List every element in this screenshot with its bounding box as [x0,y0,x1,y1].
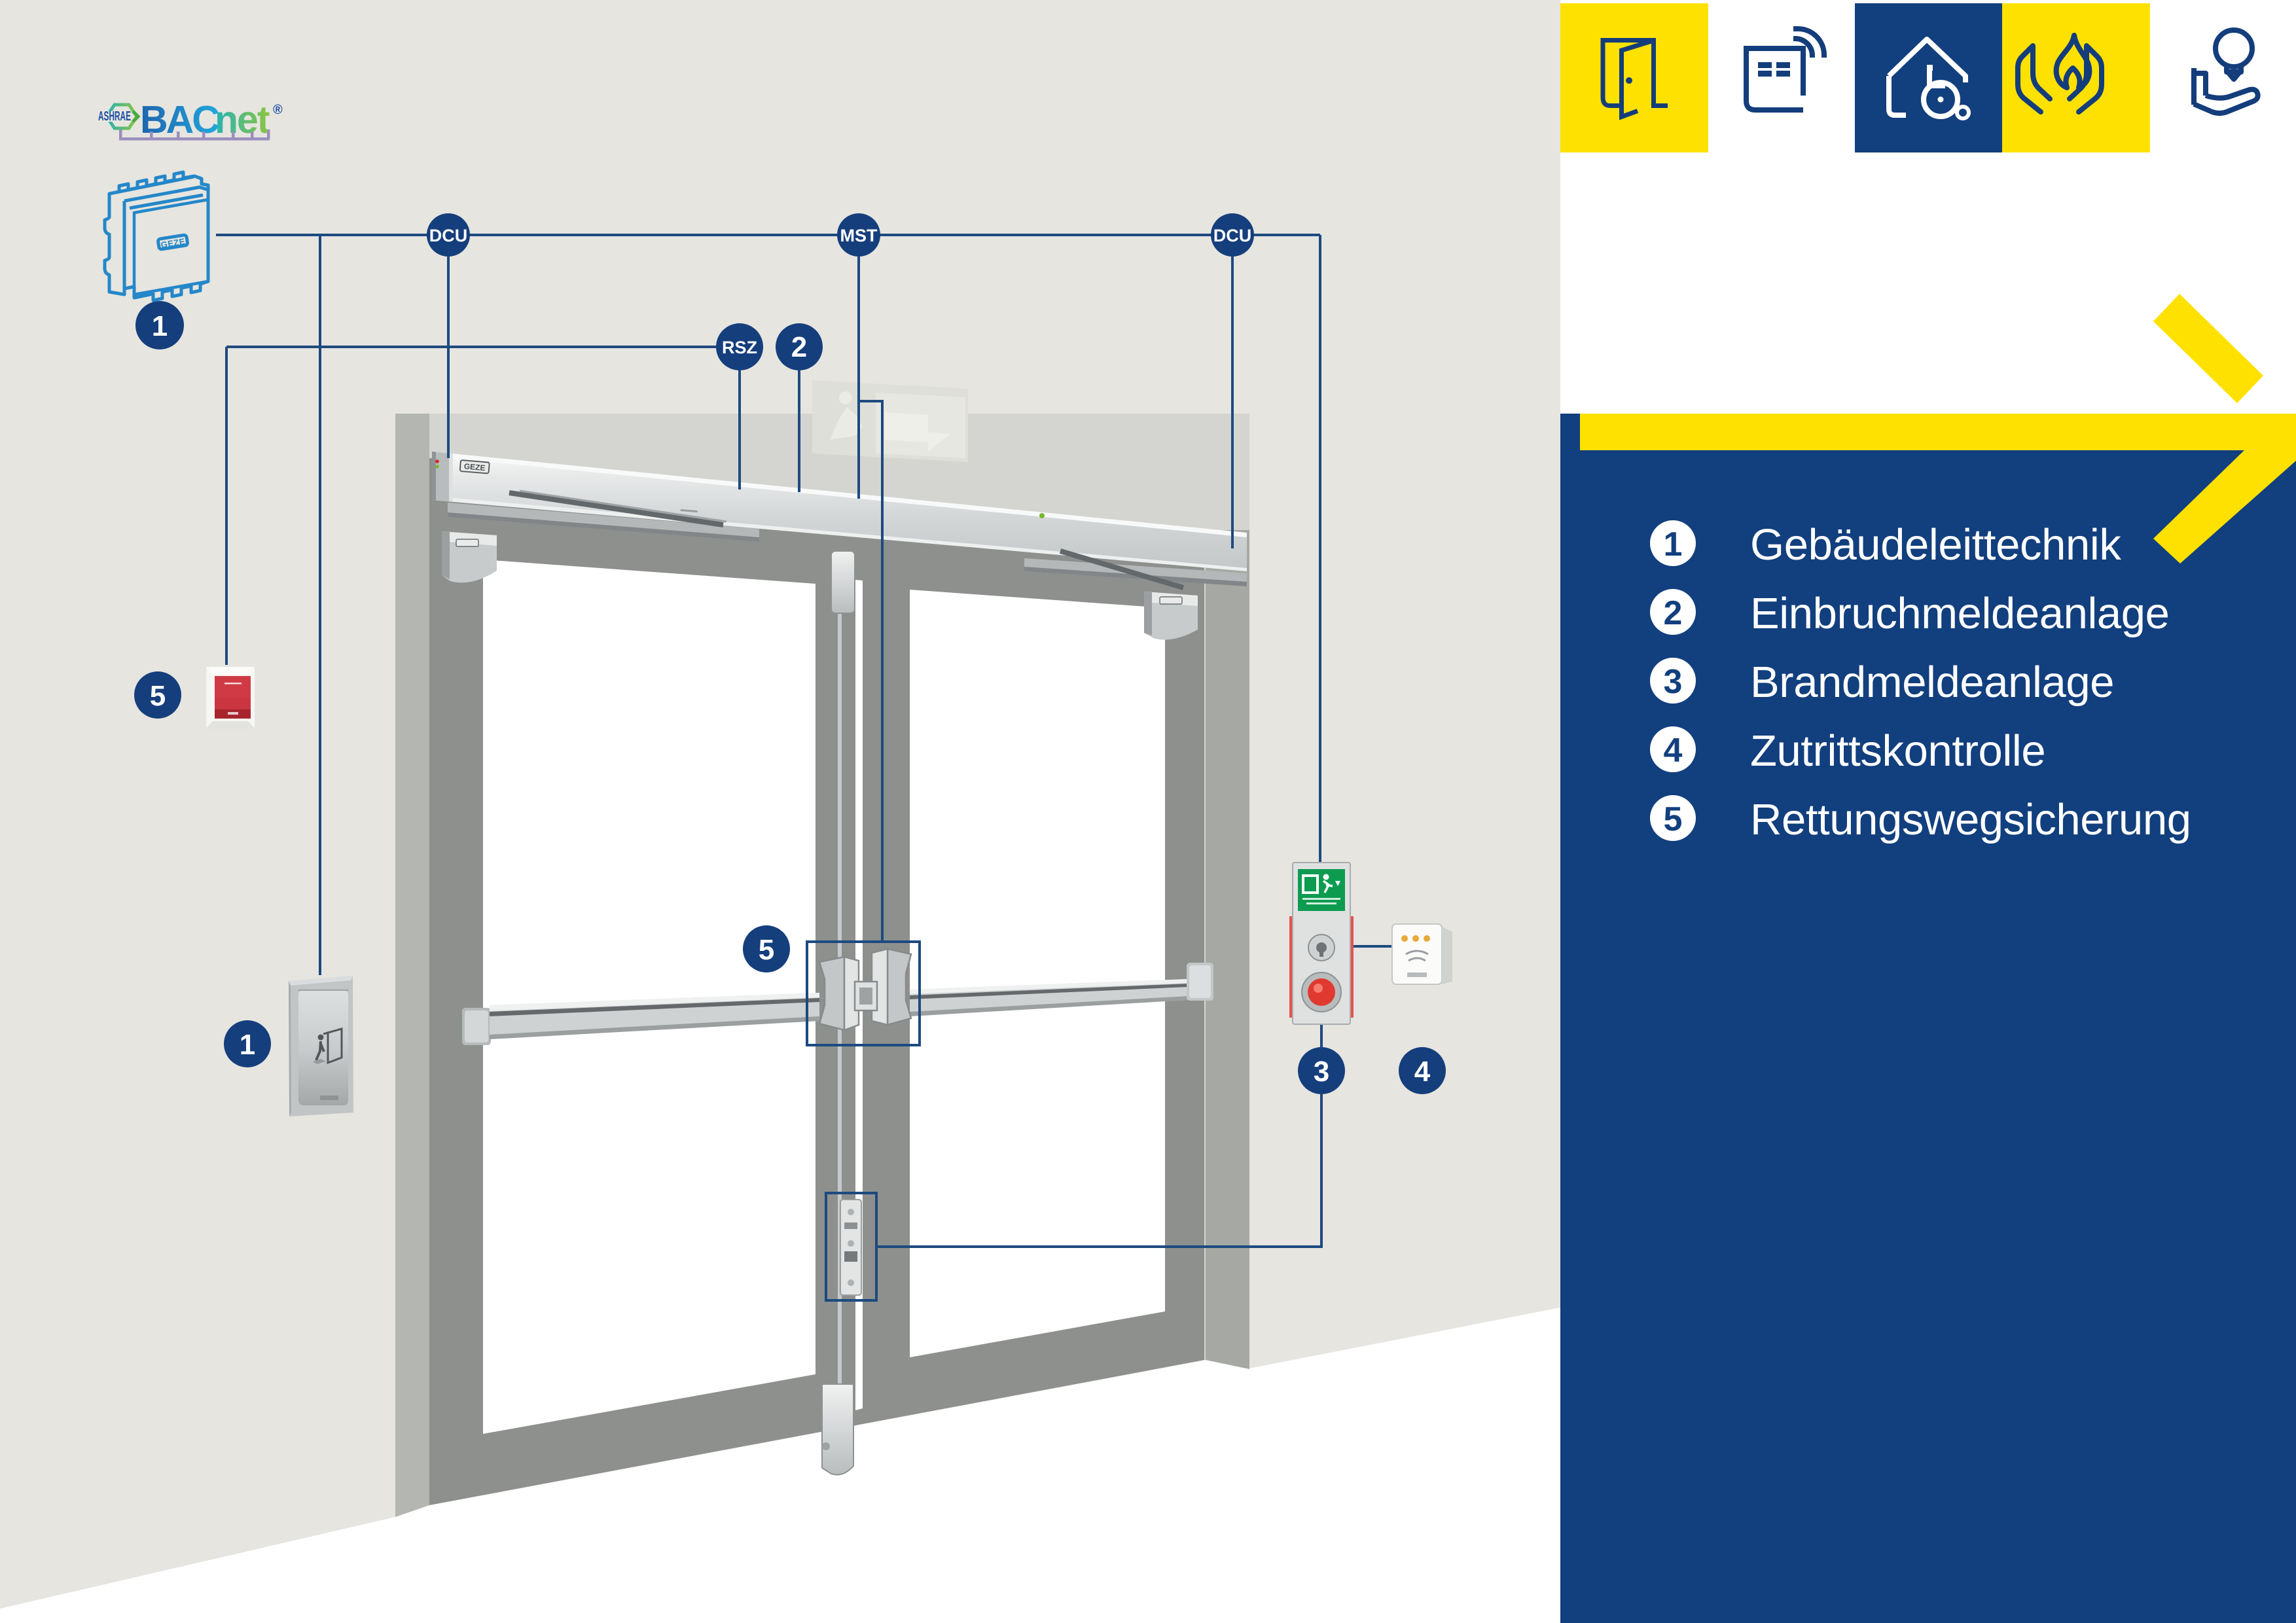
svg-text:Brandmeldeanlage: Brandmeldeanlage [1750,658,2114,707]
svg-text:BAC: BAC [140,98,219,141]
svg-text:2: 2 [791,331,807,363]
svg-text:4: 4 [1664,732,1683,770]
svg-text:5: 5 [1664,800,1683,838]
svg-text:GEZE: GEZE [160,236,186,250]
svg-text:ASHRAE: ASHRAE [98,109,131,124]
svg-text:4: 4 [1414,1056,1431,1088]
svg-text:3: 3 [1664,663,1683,701]
svg-text:DCU: DCU [1213,226,1252,245]
svg-text:1: 1 [152,310,168,342]
svg-text:1: 1 [1664,526,1683,563]
svg-text:RSZ: RSZ [722,338,757,357]
svg-text:1: 1 [240,1029,255,1061]
svg-text:Rettungswegsicherung: Rettungswegsicherung [1750,795,2191,844]
svg-text:5: 5 [759,934,774,966]
svg-text:Gebäudeleittechnik: Gebäudeleittechnik [1750,520,2121,569]
svg-text:3: 3 [1314,1056,1329,1088]
svg-text:GEZE: GEZE [463,461,486,473]
svg-text:MST: MST [840,226,878,245]
svg-text:5: 5 [150,680,166,712]
svg-text:Einbruchmeldeanlage: Einbruchmeldeanlage [1750,589,2170,638]
svg-text:net: net [215,98,270,141]
svg-text:®: ® [273,103,283,117]
svg-text:Zutrittskontrolle: Zutrittskontrolle [1750,726,2045,776]
svg-text:DCU: DCU [429,226,468,245]
svg-text:2: 2 [1664,594,1683,632]
